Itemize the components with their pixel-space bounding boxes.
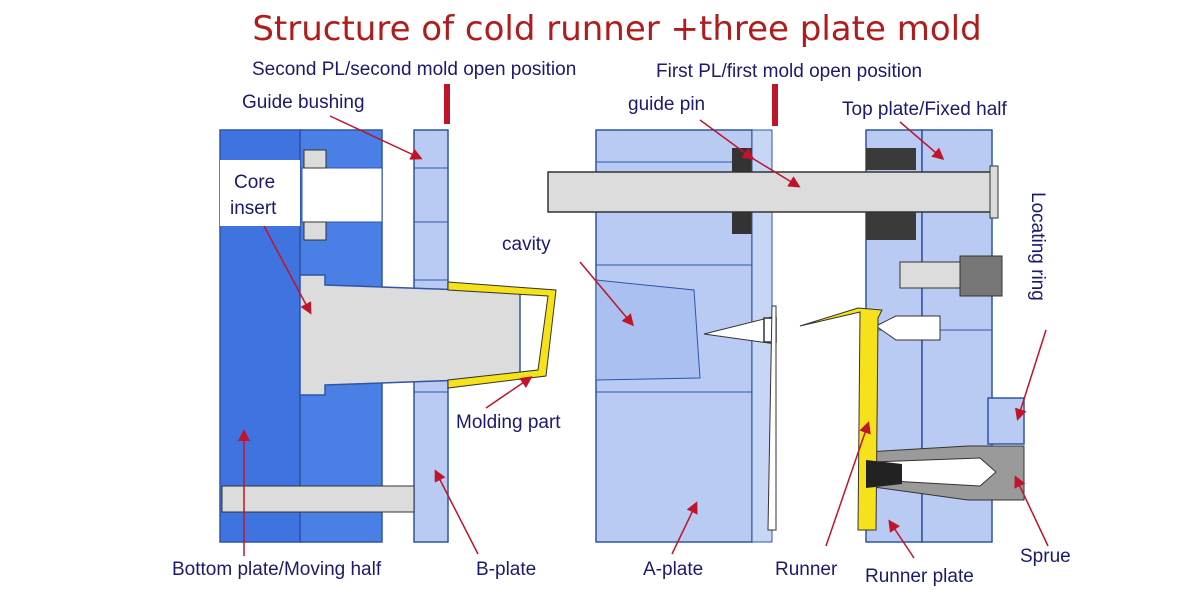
label-a-plate: A-plate [643,559,703,580]
label-locating-ring: Locating ring [1027,192,1048,301]
arrow-locating-ring [1015,329,1047,421]
label-runner: Runner [775,559,838,580]
label-molding-part: Molding part [456,412,561,433]
arrow-cavity [579,261,634,327]
arrow-top-plate [899,121,945,160]
label-first-pl: First PL/first mold open position [656,61,922,82]
arrow-guide-pin [699,119,755,160]
arrow-runner [825,421,871,547]
guide-pin [547,171,997,213]
label-sprue: Sprue [1020,546,1071,567]
arrow-guide-bushing [329,115,423,160]
label-top-plate: Top plate/Fixed half [842,99,1007,120]
label-bottom-plate: Bottom plate/Moving half [172,559,382,580]
diagram-title: Structure of cold runner +three plate mo… [252,9,981,49]
arrow-core-insert [263,225,312,315]
label-core-insert-line1: Core [234,172,275,193]
first-pl-marker [772,84,778,126]
molding-part [447,281,557,389]
arrow-a-plate [671,501,698,555]
label-runner-plate: Runner plate [865,566,974,587]
arrow-b-plate [434,469,479,555]
arrow-guide-pin-2 [751,157,801,188]
ejector-rod [221,485,415,513]
label-cavity: cavity [502,234,551,255]
label-core-insert-line2: insert [230,198,277,219]
second-pl-marker [444,84,450,124]
label-guide-bushing: Guide bushing [242,92,365,113]
label-guide-pin: guide pin [628,94,705,115]
arrow-sprue [1014,475,1049,547]
arrows [238,115,1049,559]
arrow-runner-plate [888,519,915,559]
arrow-molding-part [485,376,533,409]
runner [799,307,883,531]
label-second-pl: Second PL/second mold open position [252,59,576,80]
guide-bushing-rod [301,149,383,241]
label-b-plate: B-plate [476,559,536,580]
